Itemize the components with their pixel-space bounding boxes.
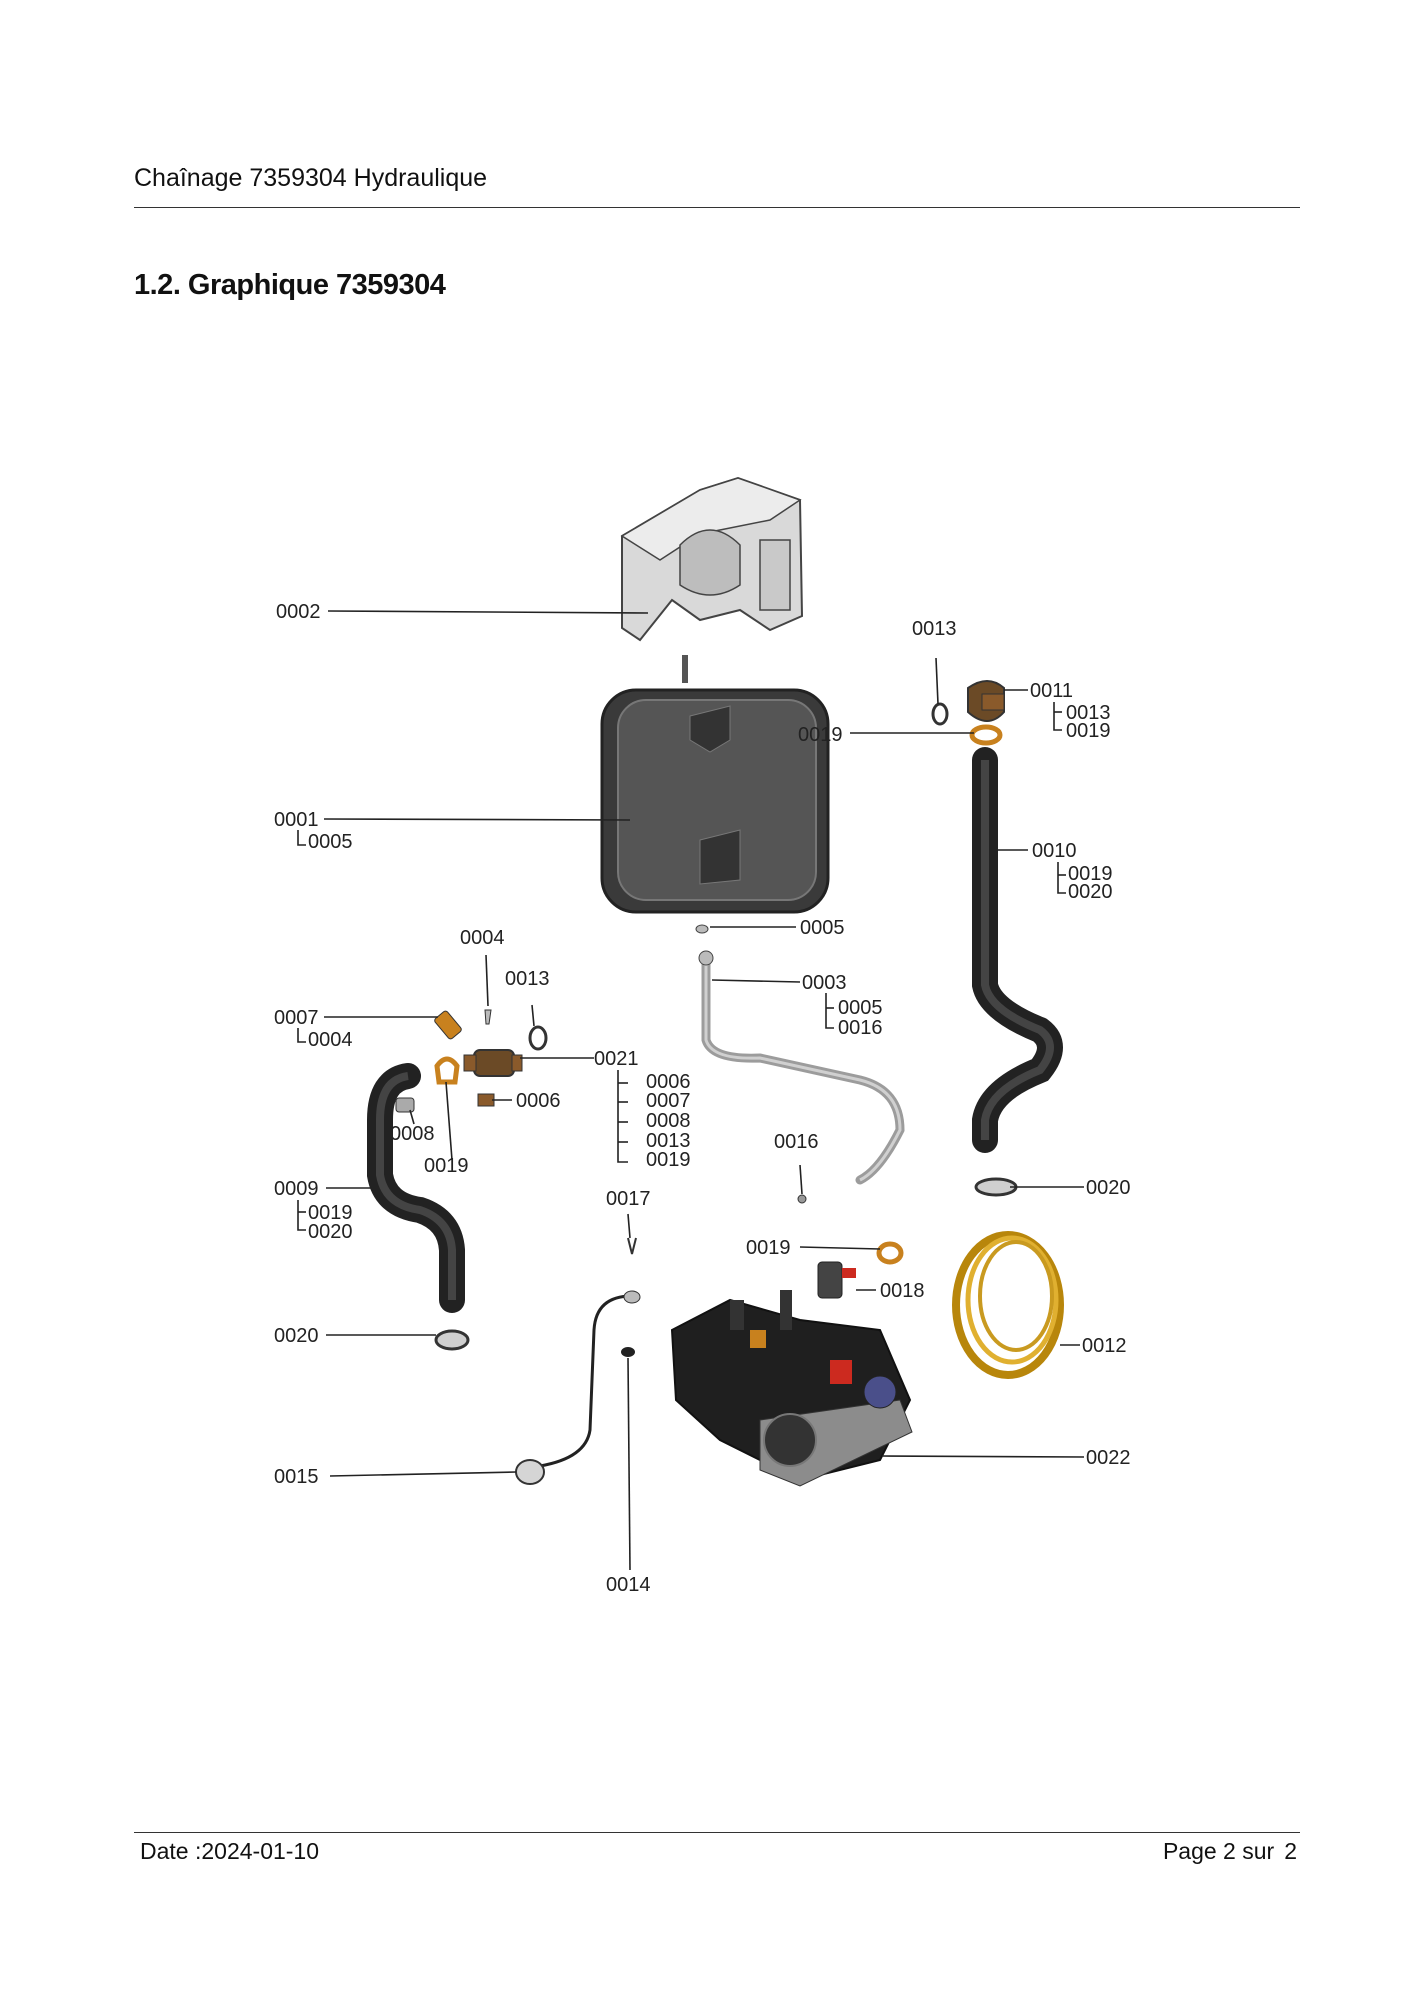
callout-label-0003: 0003 xyxy=(802,972,847,994)
callout-label-0006: 0006 xyxy=(646,1071,691,1093)
callout-label-0020: 0020 xyxy=(274,1325,319,1347)
callout-label-0013: 0013 xyxy=(646,1130,691,1152)
elbow-fitting-part xyxy=(967,680,1005,722)
callout-label-0019: 0019 xyxy=(1066,720,1111,742)
callout-label-0020: 0020 xyxy=(1068,881,1113,903)
callout-label-0012: 0012 xyxy=(1082,1335,1127,1357)
sensor-nut-part xyxy=(515,1459,545,1485)
callout-label-0013: 0013 xyxy=(505,968,550,990)
callout-label-0014: 0014 xyxy=(606,1574,651,1596)
callout-label-0019: 0019 xyxy=(646,1149,691,1171)
callout-label-0013: 0013 xyxy=(1066,702,1111,724)
screw-part xyxy=(484,1009,492,1025)
callout-label-0022: 0022 xyxy=(1086,1447,1131,1469)
callout-label-0004: 0004 xyxy=(308,1029,353,1051)
footer-date: Date :2024-01-10 xyxy=(140,1838,320,1864)
callout-label-0020: 0020 xyxy=(308,1221,353,1243)
callout-label-0019: 0019 xyxy=(798,724,843,746)
clip-part xyxy=(627,1237,637,1255)
callout-label-0005: 0005 xyxy=(838,997,883,1019)
footer-page-number: Page 2 sur 2 xyxy=(1163,1838,1297,1865)
copper-coil-part xyxy=(952,1231,1064,1379)
callout-label-0021: 0021 xyxy=(594,1048,639,1070)
fitting-part xyxy=(395,1097,415,1113)
section-title: 1.2. Graphique 7359304 xyxy=(134,269,446,301)
safety-valve-part xyxy=(817,1261,856,1299)
footer-divider xyxy=(134,1832,1300,1833)
o-ring-part xyxy=(528,1025,548,1051)
callout-label-0008: 0008 xyxy=(646,1110,691,1132)
clip-part xyxy=(434,1056,460,1085)
insulation-cover-part xyxy=(620,476,804,642)
hydraulic-block-part xyxy=(670,1290,913,1487)
callout-label-0019: 0019 xyxy=(308,1202,353,1224)
gasket-part xyxy=(621,1347,635,1357)
small-plug-part xyxy=(797,1194,807,1204)
sensor-part xyxy=(434,1010,462,1040)
page-total: 2 xyxy=(1284,1838,1297,1864)
callout-label-0005: 0005 xyxy=(800,917,845,939)
o-ring-part xyxy=(931,702,949,726)
callout-label-0016: 0016 xyxy=(838,1017,883,1039)
callout-label-0019: 0019 xyxy=(746,1237,791,1259)
callout-label-0005: 0005 xyxy=(308,831,353,853)
callout-label-0017: 0017 xyxy=(606,1188,651,1210)
callout-label-0010: 0010 xyxy=(1032,840,1077,862)
clip-part xyxy=(876,1241,904,1265)
callout-label-0019: 0019 xyxy=(424,1155,469,1177)
page-label: Page 2 sur xyxy=(1162,1838,1275,1864)
leader-lines xyxy=(297,610,1085,1571)
expansion-vessel-part xyxy=(600,655,830,914)
callout-label-0002: 0002 xyxy=(276,601,321,623)
callout-label-0009: 0009 xyxy=(274,1178,319,1200)
left-hose-part xyxy=(367,1063,465,1313)
callout-label-0019: 0019 xyxy=(1068,863,1113,885)
callout-label-0011: 0011 xyxy=(1030,680,1073,702)
header-divider xyxy=(134,207,1300,208)
valve-body-part xyxy=(463,1049,523,1077)
fitting-part xyxy=(477,1093,495,1107)
callout-label-0015: 0015 xyxy=(274,1466,319,1488)
callout-label-0018: 0018 xyxy=(880,1280,925,1302)
callout-label-0007: 0007 xyxy=(646,1090,691,1112)
callout-label-0008: 0008 xyxy=(390,1123,435,1145)
document-header-title: Chaînage 7359304 Hydraulique xyxy=(134,164,488,192)
callout-label-0013: 0013 xyxy=(912,618,957,640)
callout-label-0004: 0004 xyxy=(460,927,505,949)
callout-label-0007: 0007 xyxy=(274,1007,319,1029)
small-nipple-part xyxy=(695,924,709,934)
callout-label-0016: 0016 xyxy=(774,1131,819,1153)
callout-label-0001: 0001 xyxy=(274,809,319,831)
callout-label-0020: 0020 xyxy=(1086,1177,1131,1199)
callout-label-0006: 0006 xyxy=(516,1090,561,1112)
clip-part xyxy=(969,724,1003,746)
sensor-cable-part xyxy=(539,1294,633,1468)
clip-part xyxy=(434,1329,470,1351)
